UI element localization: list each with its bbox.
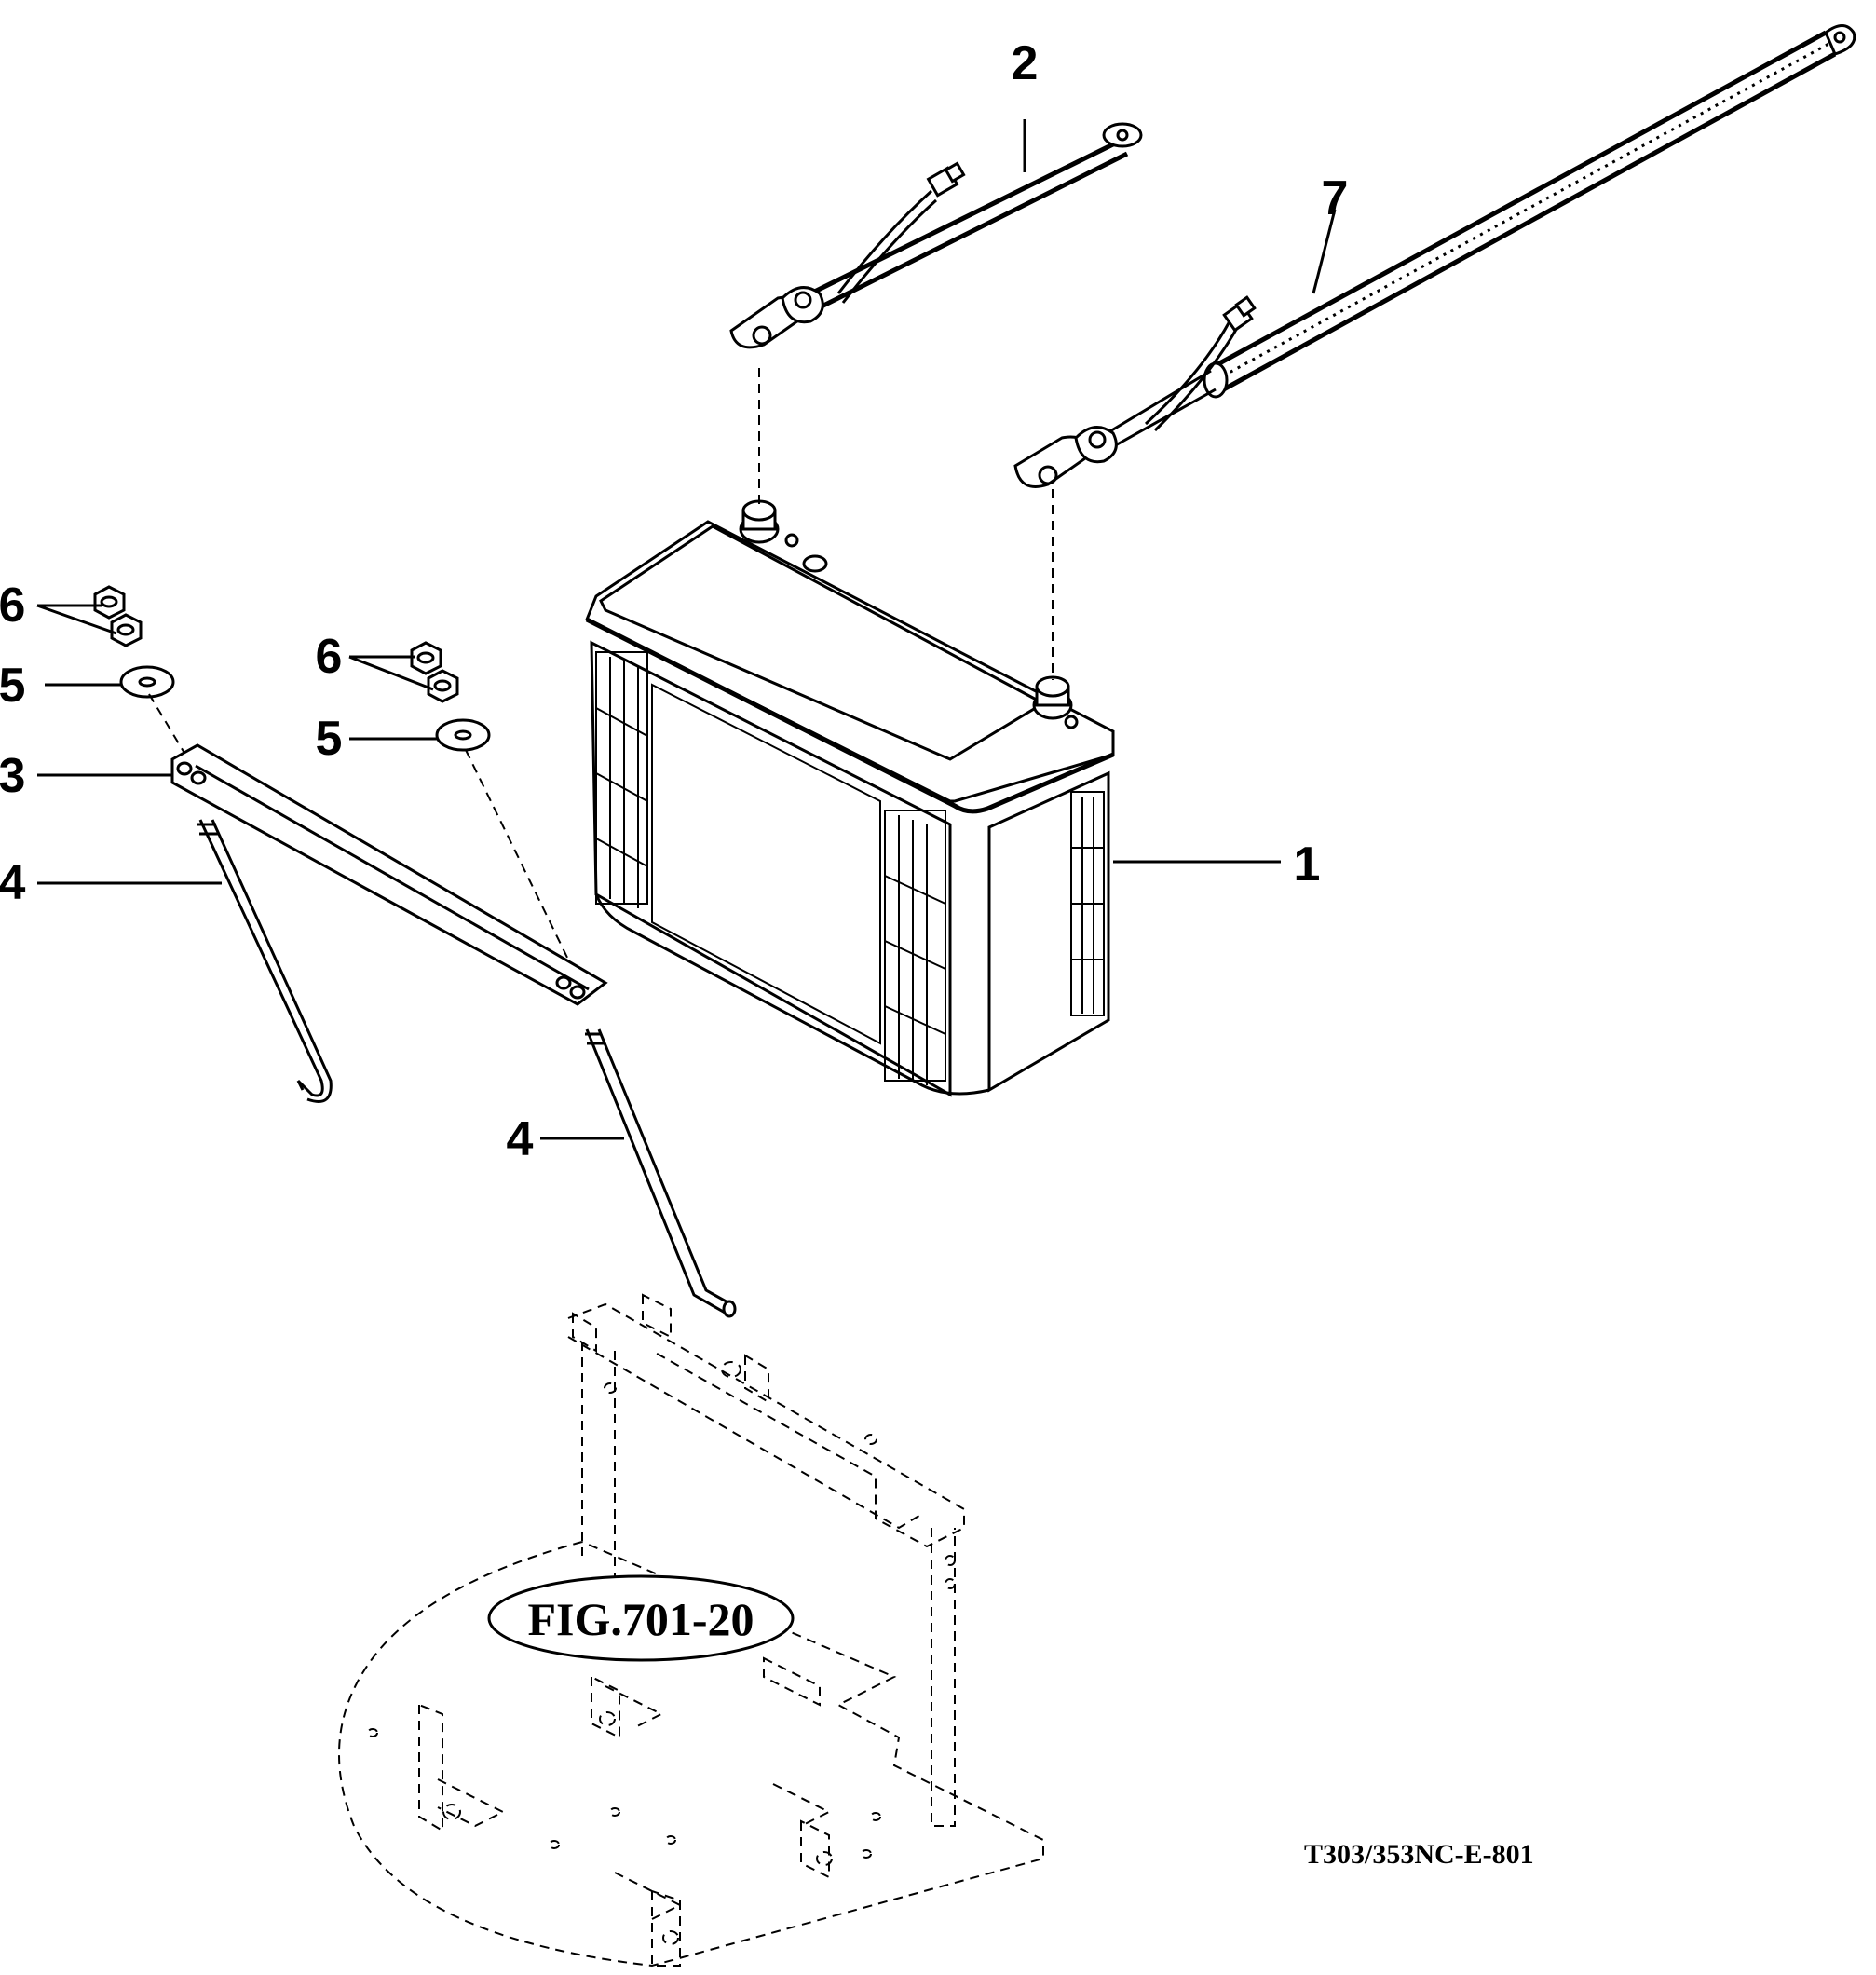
callout-4-right: 4 [507,1112,534,1166]
callout-1: 1 [1294,838,1321,892]
callout-3: 3 [0,749,25,803]
callout-5-left: 5 [0,659,25,713]
figure-reference-text: FIG.701-20 [527,1593,754,1645]
j-bolt-left [197,819,333,1103]
cable-positive [729,122,1143,349]
callout-2: 2 [1012,36,1039,90]
reference-frame [338,1293,1044,1968]
j-bolt-right [585,1028,737,1318]
callout-6-right: 6 [316,630,343,684]
callout-6-left: 6 [0,579,25,633]
nut-washer-right [410,641,491,752]
callout-7: 7 [1322,171,1349,225]
callout-4-left: 4 [0,856,26,910]
figure-reference-badge[interactable]: FIG.701-20 [487,1574,795,1662]
callout-5-right: 5 [316,712,343,766]
callout-leaders [36,119,1337,1140]
cable-negative [1013,24,1856,488]
nut-washer-left [93,585,175,699]
battery [585,499,1115,1097]
hold-down-bracket [170,743,608,1006]
drawing-number: T303/353NC-E-801 [1304,1839,1534,1870]
